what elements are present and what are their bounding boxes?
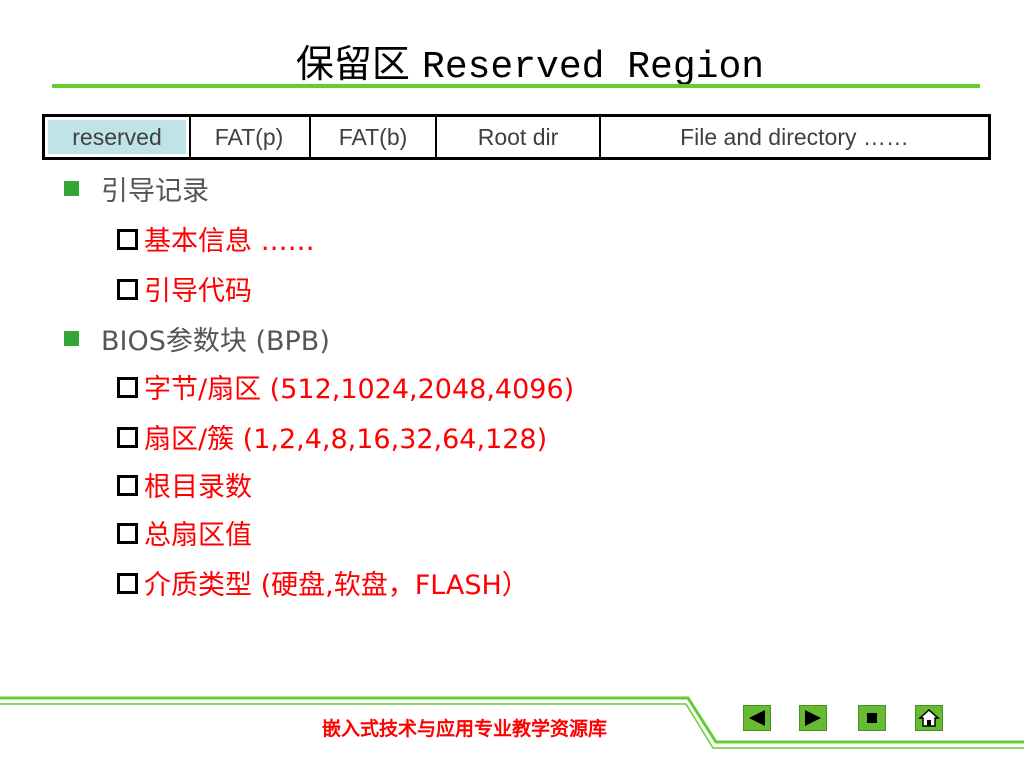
cell-fat-p: FAT(p) bbox=[189, 117, 311, 157]
stop-button[interactable] bbox=[858, 705, 886, 731]
square-bullet-icon bbox=[64, 330, 79, 346]
left-triangle-icon bbox=[749, 710, 765, 726]
title-zh: 保留区 bbox=[295, 42, 410, 86]
title-en: Reserved Region bbox=[422, 46, 765, 89]
list-item-total-sectors: 总扇区值 bbox=[117, 512, 252, 552]
home-button[interactable] bbox=[915, 705, 943, 731]
list-item-boot-code: 引导代码 bbox=[117, 268, 252, 308]
item-text: 基本信息 …… bbox=[144, 225, 315, 257]
item-text: 引导代码 bbox=[144, 275, 252, 307]
footer-text: 嵌入式技术与应用专业教学资源库 bbox=[322, 718, 608, 740]
list-item-bytes-per-sector: 字节/扇区 (512,1024,2048,4096) bbox=[117, 366, 574, 406]
hollow-square-bullet-icon bbox=[117, 228, 138, 250]
prev-button[interactable] bbox=[743, 705, 771, 731]
title-underline bbox=[52, 84, 980, 88]
list-item-media-type: 介质类型 (硬盘,软盘，FLASH） bbox=[117, 562, 529, 602]
region-table: reserved FAT(p) FAT(b) Root dir File and… bbox=[42, 114, 991, 160]
hollow-square-bullet-icon bbox=[117, 278, 138, 300]
item-text: 根目录数 bbox=[144, 471, 252, 503]
next-button[interactable] bbox=[799, 705, 827, 731]
hollow-square-bullet-icon bbox=[117, 426, 138, 448]
list-item-root-entries: 根目录数 bbox=[117, 464, 252, 504]
list-item-bpb: BIOS参数块 (BPB) bbox=[64, 318, 330, 358]
hollow-square-bullet-icon bbox=[117, 376, 138, 398]
item-text: 总扇区值 bbox=[144, 519, 252, 551]
list-item-boot-record: 引导记录 bbox=[64, 168, 209, 208]
cell-root-dir: Root dir bbox=[437, 117, 601, 157]
cell-fat-b: FAT(b) bbox=[311, 117, 437, 157]
right-triangle-icon bbox=[805, 710, 821, 726]
square-bullet-icon bbox=[64, 180, 79, 196]
hollow-square-bullet-icon bbox=[117, 522, 138, 544]
cell-reserved: reserved bbox=[48, 117, 191, 157]
list-item-sectors-per-cluster: 扇区/簇 (1,2,4,8,16,32,64,128) bbox=[117, 416, 547, 456]
item-text: BIOS参数块 (BPB) bbox=[101, 325, 330, 357]
hollow-square-bullet-icon bbox=[117, 474, 138, 496]
item-text: 介质类型 (硬盘,软盘，FLASH） bbox=[144, 569, 529, 601]
home-icon bbox=[918, 708, 940, 727]
list-item-basic-info: 基本信息 …… bbox=[117, 218, 315, 258]
square-icon bbox=[867, 713, 877, 723]
item-text: 扇区/簇 (1,2,4,8,16,32,64,128) bbox=[144, 423, 548, 455]
slide-title: 保留区 Reserved Region bbox=[0, 36, 1024, 96]
item-text: 引导记录 bbox=[101, 175, 209, 207]
item-text: 字节/扇区 (512,1024,2048,4096) bbox=[144, 373, 575, 405]
cell-file-directory: File and directory …… bbox=[680, 123, 909, 150]
hollow-square-bullet-icon bbox=[117, 572, 138, 594]
